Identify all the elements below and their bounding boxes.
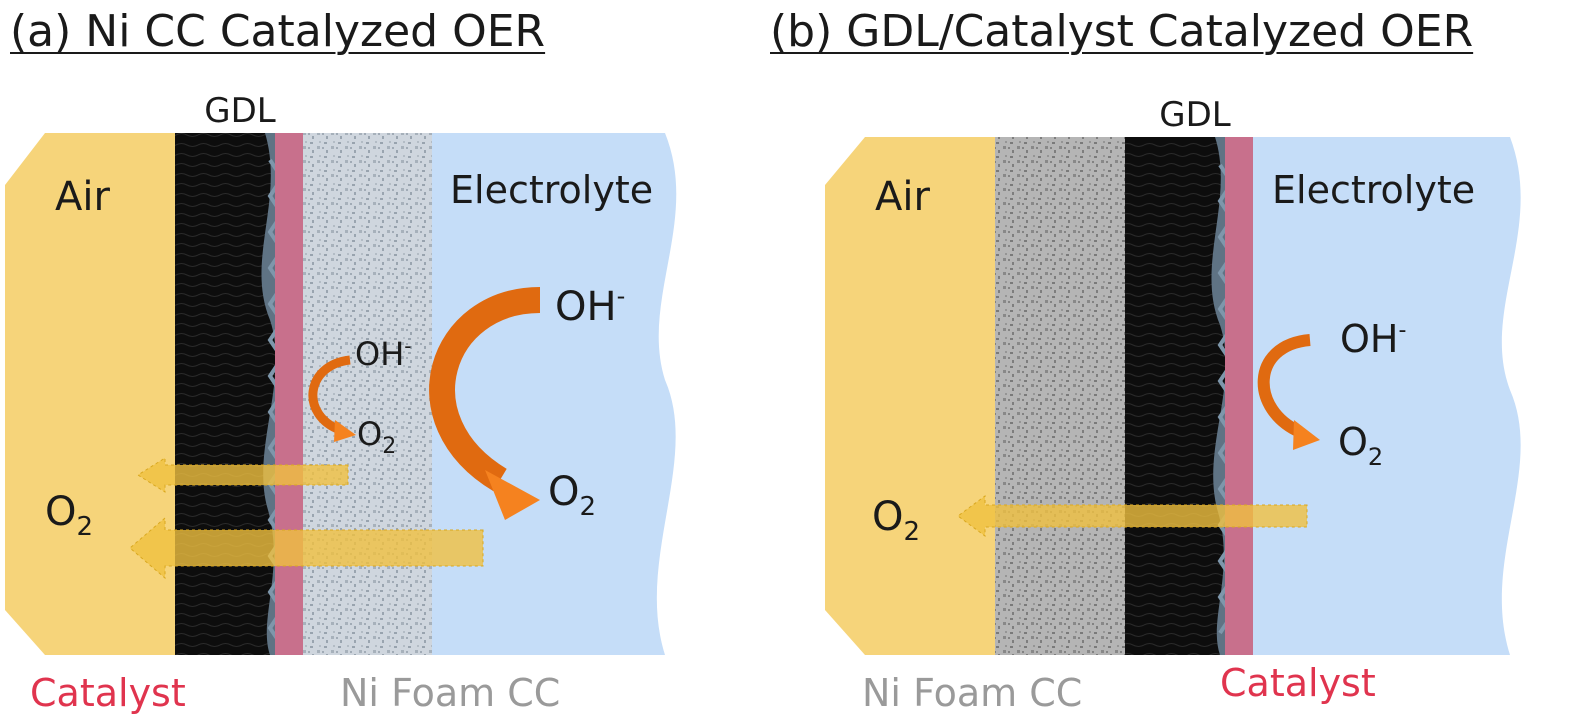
panel-a-oh-large-text: OH [555, 284, 617, 330]
panel-a-o2-large-text: O [548, 469, 579, 515]
panel-a-o2-large: O2 [548, 469, 596, 522]
panel-b-electrolyte-region [1250, 137, 1521, 655]
panel-a-catalyst-label: Catalyst [30, 671, 186, 715]
panel-a-oh-small: OH- [355, 334, 411, 373]
panel-b-air-region [825, 137, 1000, 655]
panel-a: GDL Air Electrolyte OH- O2 OH- O2 O2 Cat… [5, 91, 677, 715]
panel-b-air-label: Air [875, 174, 930, 220]
panel-a-oh-small-minus: - [404, 334, 411, 358]
panel-b-o2-right: O2 [1338, 420, 1383, 471]
panel-a-o2-air-sub: 2 [76, 512, 93, 542]
panel-b-gdl-label: GDL [1159, 95, 1231, 135]
panel-b-oer-arrow [1257, 334, 1311, 438]
panel-b: GDL Air Electrolyte OH- O2 O2 Ni Foam CC… [825, 95, 1521, 715]
panel-a-o2-air-text: O [45, 489, 76, 535]
panel-b-oh-text: OH [1340, 317, 1398, 361]
panel-b-o2-air-sub: 2 [903, 517, 920, 547]
panel-a-o2-large-sub: 2 [579, 492, 596, 522]
panel-a-electrolyte-region [420, 133, 677, 655]
panel-b-o2-air-text: O [872, 494, 903, 540]
panel-a-gdl-label: GDL [204, 91, 276, 131]
panel-a-ni-foam-layer [302, 133, 432, 655]
panel-a-o2-small-sub: 2 [382, 434, 396, 459]
panel-b-ni-foam-label: Ni Foam CC [862, 671, 1082, 715]
panel-b-oer-arrow-head [1293, 420, 1320, 450]
panel-b-title: (b) GDL/Catalyst Catalyzed OER [770, 6, 1474, 57]
panel-a-air-label: Air [55, 174, 110, 220]
panel-a-electrolyte-label: Electrolyte [450, 168, 653, 212]
panel-b-oh: OH- [1340, 317, 1406, 361]
panel-a-air-region [5, 133, 178, 655]
panel-a-small-oer-arrow [308, 355, 351, 435]
panel-a-gdl-layer [175, 133, 275, 655]
panel-a-o2-diffusion-arrow-small [137, 457, 349, 493]
panel-a-oh-large: OH- [555, 282, 625, 330]
panel-b-catalyst-label: Catalyst [1220, 661, 1376, 705]
panel-b-o2-air: O2 [872, 494, 920, 547]
panel-b-gdl-layer [1125, 137, 1225, 655]
panel-b-o2-right-text: O [1338, 420, 1368, 464]
panel-b-o2-right-sub: 2 [1368, 443, 1383, 471]
panel-a-o2-small: O2 [357, 415, 396, 459]
panel-a-title: (a) Ni CC Catalyzed OER [10, 6, 546, 57]
panel-a-o2-air: O2 [45, 489, 93, 542]
panel-a-catalyst-layer [275, 133, 303, 655]
panel-a-o2-diffusion-arrow-large [129, 516, 484, 580]
panel-b-o2-diffusion-arrow [957, 495, 1308, 537]
panel-a-oh-large-minus: - [617, 282, 626, 310]
panel-b-ni-foam-layer [995, 137, 1125, 655]
panel-a-o2-small-text: O [357, 415, 382, 453]
panel-a-small-oer-arrow-head [334, 420, 356, 442]
panel-b-oh-minus: - [1398, 318, 1406, 343]
panel-b-catalyst-layer [1225, 137, 1253, 655]
panel-a-ni-foam-label: Ni Foam CC [340, 671, 560, 715]
panel-a-large-oer-arrow [429, 287, 541, 492]
panel-a-large-oer-arrow-head [485, 470, 540, 520]
panel-b-electrolyte-label: Electrolyte [1272, 168, 1475, 212]
panel-a-oh-small-text: OH [355, 335, 404, 373]
